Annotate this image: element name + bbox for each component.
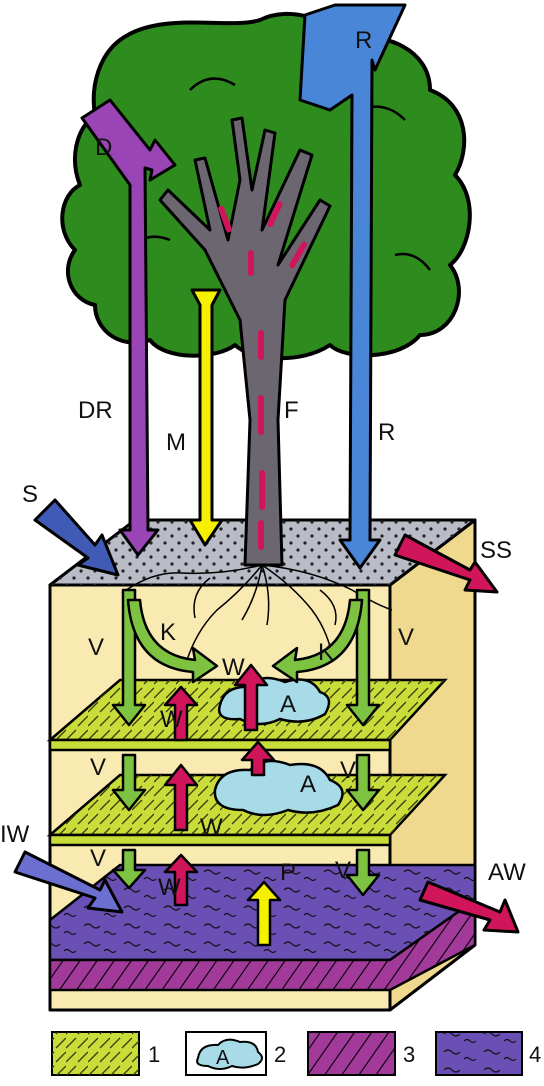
label-f: F — [284, 397, 299, 424]
label-k-right: K — [318, 639, 334, 666]
label-a-upper: A — [280, 691, 296, 718]
label-w-mid: W — [200, 814, 223, 841]
label-v-left2: V — [90, 754, 106, 781]
label-aw: AW — [488, 859, 526, 886]
legend: 1 A 2 3 4 — [52, 1032, 541, 1075]
legend-item-4: 4 — [436, 1032, 541, 1075]
label-v-left3: V — [90, 845, 106, 872]
legend-item-2: A 2 — [186, 1032, 286, 1075]
label-m: M — [166, 429, 186, 456]
label-v-right2: V — [340, 757, 356, 784]
legend-number-1: 1 — [148, 1042, 160, 1067]
legend-item-1: 1 — [52, 1032, 160, 1075]
label-v-right3: V — [335, 857, 351, 884]
label-r-mid: R — [378, 419, 395, 446]
label-dr: DR — [78, 397, 113, 424]
label-k-left: K — [160, 619, 176, 646]
label-r-top: R — [355, 27, 372, 54]
label-w-left1: W — [160, 706, 183, 733]
legend-number-4: 4 — [529, 1042, 541, 1067]
label-a-lower: A — [300, 771, 316, 798]
label-p: P — [280, 859, 296, 886]
label-ss: SS — [480, 537, 512, 564]
label-v-left1: V — [88, 634, 104, 661]
legend-item-3: 3 — [308, 1032, 415, 1075]
label-w-upper: W — [222, 654, 245, 681]
label-iw: IW — [0, 821, 30, 848]
label-d: D — [95, 134, 112, 161]
label-w-bottom: W — [158, 874, 181, 901]
legend-letter-a: A — [216, 1047, 230, 1069]
label-v-right1: V — [398, 624, 414, 651]
legend-number-3: 3 — [403, 1042, 415, 1067]
label-s: S — [22, 481, 38, 508]
legend-number-2: 2 — [274, 1042, 286, 1067]
